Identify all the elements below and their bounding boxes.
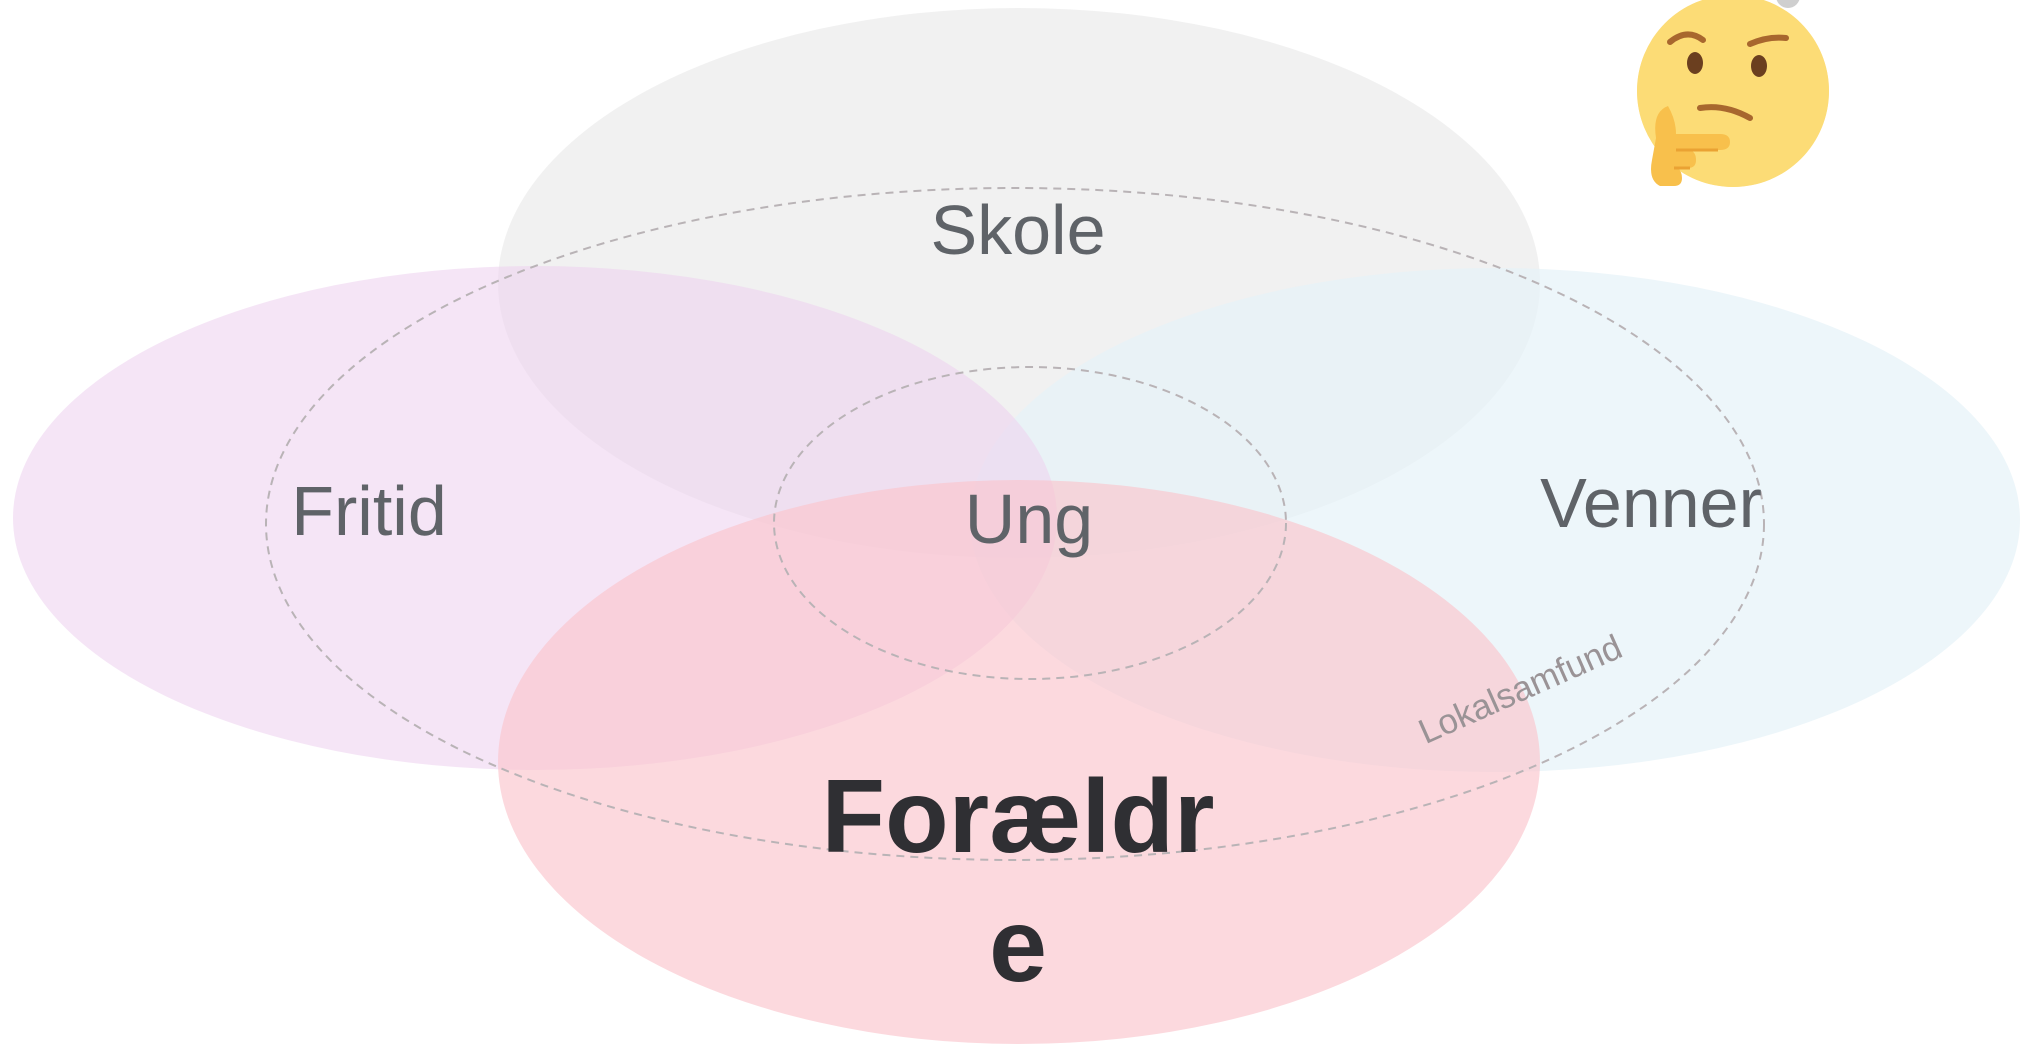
foraeldre-label-line2: e xyxy=(989,888,1047,1004)
fritid-label: Fritid xyxy=(291,472,447,550)
venner-label: Venner xyxy=(1540,464,1762,542)
thinking-face-icon xyxy=(1630,0,1830,195)
ung-ring xyxy=(773,366,1287,680)
lokalsamfund-ring xyxy=(265,187,1765,861)
ung-label: Ung xyxy=(965,480,1093,558)
foraeldre-circle xyxy=(498,480,1540,1044)
skole-label: Skole xyxy=(930,191,1105,269)
foraeldre-label-line1: Forældr xyxy=(822,759,1215,875)
